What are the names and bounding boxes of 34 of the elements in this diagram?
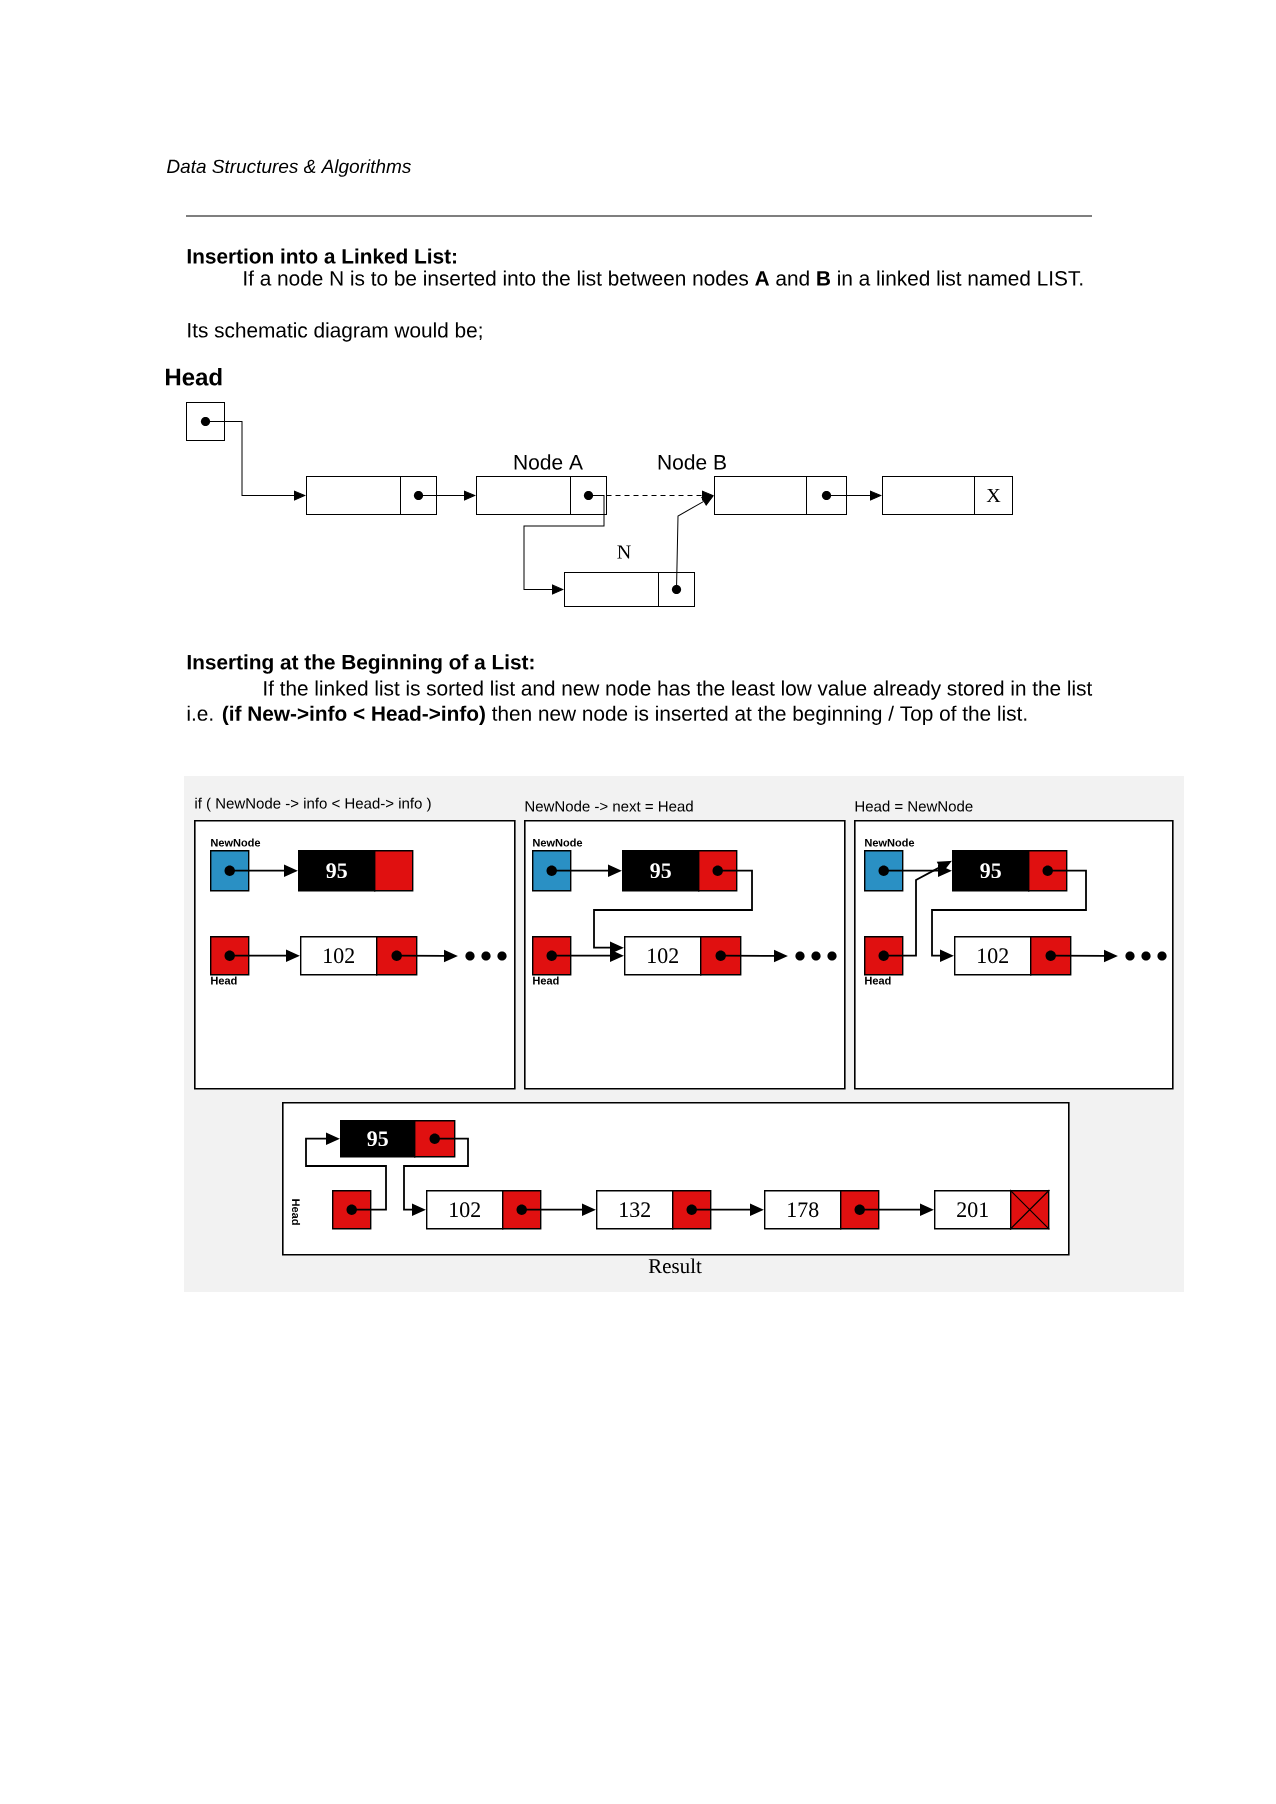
list-node: X: [882, 476, 1013, 515]
list-node: 95: [622, 850, 738, 892]
list-node: 102: [300, 936, 418, 976]
node-label: Result: [648, 1258, 702, 1274]
list-node: [306, 476, 437, 515]
arrow: [403, 1137, 469, 1216]
page-header: Data Structures & Algorithms: [167, 159, 411, 177]
paragraph: If the linked list is sorted list and new node has the least low value already stored in the list i.e. (if New->info < Head->info) then new node is inserted at the beginning / Top of the list.: [187, 680, 1093, 725]
list-node: 102: [426, 1190, 542, 1230]
arrow: [593, 869, 753, 954]
list-node: 95: [340, 1120, 456, 1158]
section-heading: Insertion into a Linked List:: [187, 248, 456, 264]
arrow: [305, 1132, 387, 1211]
arrow: [826, 490, 882, 501]
node-label: Node B: [658, 454, 726, 470]
node-label: Node A: [514, 454, 583, 470]
node-label: X: [986, 488, 1001, 503]
arrow: [523, 495, 605, 595]
node-label: Head: [166, 368, 222, 386]
arrow: [205, 421, 306, 501]
arrow: [931, 869, 1087, 962]
section-heading: Inserting at the Beginning of a List:: [187, 654, 534, 674]
list-node: 102: [624, 936, 742, 976]
paragraph: Its schematic diagram would be;: [188, 322, 482, 342]
list-node: 102: [954, 936, 1072, 976]
list-node: 132: [596, 1190, 712, 1230]
list-node: 95: [952, 850, 1068, 892]
list-node: 178: [764, 1190, 880, 1230]
paragraph: If a node N is to be inserted into the list between nodes A and B in a linked list named LIST.: [244, 270, 1083, 286]
list-node: 201: [934, 1189, 1050, 1230]
arrow: [418, 490, 476, 501]
list-node: 95: [298, 850, 414, 892]
arrow: [676, 495, 714, 590]
node-label: N: [617, 545, 631, 559]
